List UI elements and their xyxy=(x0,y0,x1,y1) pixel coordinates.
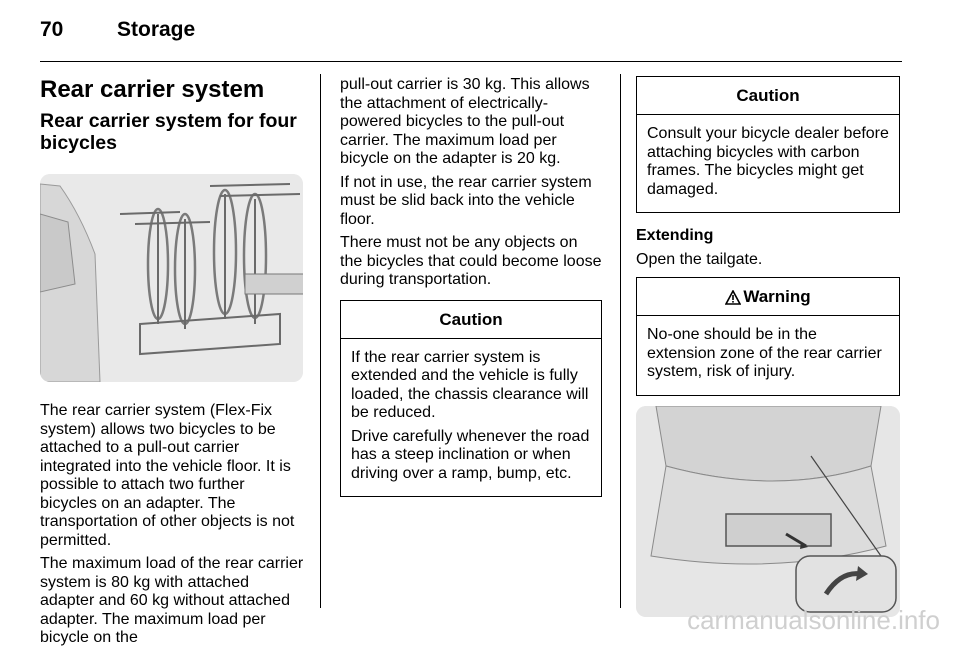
not-in-use-paragraph: If not in use, the rear carrier system m… xyxy=(340,173,592,228)
column-divider-1 xyxy=(320,74,321,608)
warning-text: No-one should be in the extension zone o… xyxy=(647,326,882,380)
tailgate-release-illustration xyxy=(636,405,900,617)
header-rule xyxy=(40,61,902,62)
warning-box: Warning No-one should be in the extensio… xyxy=(636,277,900,396)
caution-clearance-text: If the rear carrier system is extended a… xyxy=(351,348,589,422)
caution-box-clearance: Caution If the rear carrier system is ex… xyxy=(340,299,602,497)
section-title: Storage xyxy=(117,18,196,41)
subsection-heading: Rear carrier system for four bicycles xyxy=(40,110,297,154)
tailgate-drawing xyxy=(636,405,900,617)
load-continued-paragraph: pull-out carrier is 30 kg. This allows t… xyxy=(340,76,590,167)
carrier-intro-paragraph: The rear carrier system (Flex-Fix system… xyxy=(40,402,295,549)
caution-drive-text: Drive carefully whenever the road has a … xyxy=(351,427,590,482)
extending-heading: Extending xyxy=(636,227,714,244)
column-1: Rear carrier system Rear carrier system … xyxy=(40,76,305,653)
column-2: pull-out carrier is 30 kg. This allows t… xyxy=(340,76,602,507)
bicycle-carrier-drawing xyxy=(40,174,303,382)
column-divider-2 xyxy=(620,74,621,608)
warning-triangle-icon xyxy=(725,290,742,305)
caution-box-carbon: Caution Consult your bicycle dealer befo… xyxy=(636,76,900,213)
bicycle-carrier-illustration xyxy=(40,174,303,382)
caution-carbon-text: Consult your bicycle dealer before attac… xyxy=(647,125,889,198)
column-3: Caution Consult your bicycle dealer befo… xyxy=(636,76,900,617)
caution-title: Caution xyxy=(637,77,899,115)
section-heading: Rear carrier system xyxy=(40,76,265,103)
loose-objects-paragraph: There must not be any objects on the bic… xyxy=(340,234,602,288)
extending-text: Open the tailgate. xyxy=(636,250,763,268)
watermark-text: carmanualsonline.info xyxy=(687,605,940,635)
warning-title: Warning xyxy=(743,287,811,306)
caution-title: Caution xyxy=(341,301,601,339)
warning-header: Warning xyxy=(637,278,899,316)
page-number: 70 xyxy=(40,18,64,41)
carrier-load-paragraph: The maximum load of the rear carrier sys… xyxy=(40,555,304,646)
